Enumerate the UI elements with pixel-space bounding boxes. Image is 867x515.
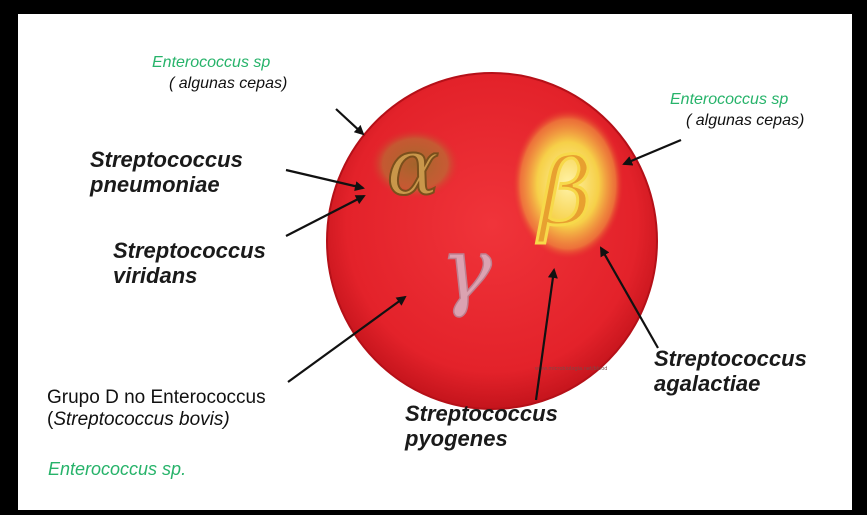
label-strep-viridans: Streptococcus viridans: [113, 238, 266, 289]
arrow-enterococcus-top-left: [336, 109, 363, 134]
label-grupo-d-species: Streptococcus bovis): [53, 409, 229, 430]
label-strep-viridans-species: viridans: [113, 263, 266, 288]
label-enterococcus-bottom: Enterococcus sp.: [48, 459, 186, 480]
gamma-hemolysis-colony: γ: [440, 220, 492, 320]
beta-symbol: β: [536, 139, 592, 246]
label-strep-pneumoniae-genus: Streptococcus: [90, 147, 243, 172]
label-strep-pneumoniae-species: pneumoniae: [90, 172, 243, 197]
label-cepas-top-right: ( algunas cepas): [686, 112, 804, 130]
label-grupo-d-line2: (Streptococcus bovis): [47, 409, 266, 431]
alpha-symbol: α: [387, 123, 440, 213]
figure-panel: α β γ www.microbiologia.net/blood Ente: [18, 14, 852, 510]
label-strep-pyogenes: Streptococcus pyogenes: [405, 401, 558, 452]
label-strep-agalactiae-species: agalactiae: [654, 371, 807, 396]
label-enterococcus-top-left: Enterococcus sp: [152, 54, 270, 72]
blood-agar-plate: [327, 73, 657, 409]
label-strep-agalactiae-genus: Streptococcus: [654, 346, 807, 371]
label-strep-pneumoniae: Streptococcus pneumoniae: [90, 147, 243, 198]
label-cepas-top-left: ( algunas cepas): [169, 75, 287, 93]
label-strep-pyogenes-species: pyogenes: [405, 426, 558, 451]
image-watermark: www.microbiologia.net/blood: [535, 366, 607, 372]
gamma-symbol: γ: [440, 220, 492, 320]
beta-hemolysis-colony: β: [512, 108, 624, 260]
label-grupo-d: Grupo D no Enterococcus (Streptococcus b…: [47, 387, 266, 431]
label-enterococcus-top-right: Enterococcus sp: [670, 91, 788, 109]
label-strep-pyogenes-genus: Streptococcus: [405, 401, 558, 426]
label-strep-agalactiae: Streptococcus agalactiae: [654, 346, 807, 397]
label-grupo-d-line1: Grupo D no Enterococcus: [47, 387, 266, 409]
label-strep-viridans-genus: Streptococcus: [113, 238, 266, 263]
